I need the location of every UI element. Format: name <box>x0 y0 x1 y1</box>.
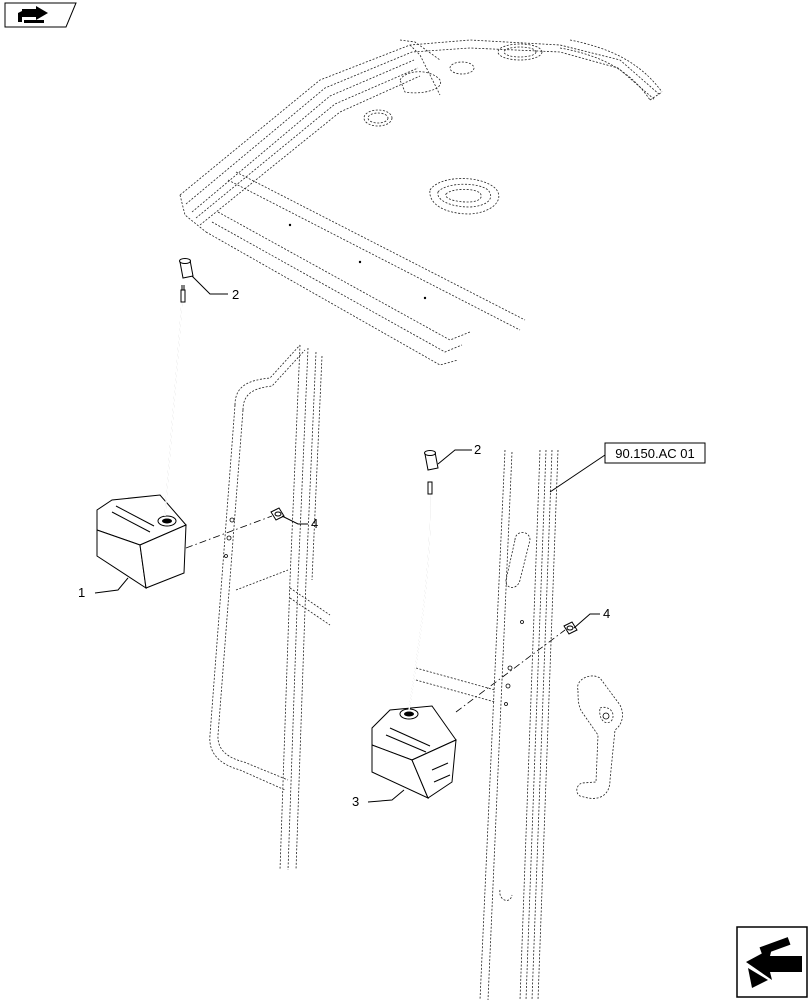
leader-2-upper <box>191 275 228 295</box>
callout-3: 3 <box>352 794 359 809</box>
part-3-box <box>371 705 457 799</box>
part-4-clip-left <box>270 507 285 521</box>
leader-1 <box>94 577 129 594</box>
leader-4-right <box>573 613 600 629</box>
book-arrow-icon[interactable] <box>4 2 77 28</box>
door-handle <box>576 675 623 799</box>
leader-4-left <box>281 515 308 525</box>
callout-2-lower: 2 <box>474 442 481 457</box>
callout-1: 1 <box>78 585 85 600</box>
reference-label: 90.150.AC 01 <box>615 446 695 461</box>
leader-reference <box>549 454 606 493</box>
part-1-box <box>96 494 187 590</box>
leader-2-lower <box>437 449 472 465</box>
assembly-line-left <box>185 515 273 549</box>
part-1-cable <box>164 285 186 517</box>
reference-link[interactable]: 90.150.AC 01 <box>604 442 706 464</box>
part-4-clip-right <box>563 621 578 635</box>
part-3-cable <box>408 481 433 711</box>
assembly-line-right <box>455 629 566 713</box>
callout-4-left: 4 <box>311 516 318 531</box>
callout-2-upper: 2 <box>232 287 239 302</box>
next-page-arrow-icon[interactable] <box>736 926 808 998</box>
left-door-pillar <box>209 344 331 871</box>
right-door-pillar <box>415 449 559 1000</box>
part-2-connector-upper <box>179 258 194 279</box>
leader-3 <box>367 789 405 803</box>
cab-roof <box>179 39 663 366</box>
callout-4-right: 4 <box>603 606 610 621</box>
part-2-connector-lower <box>424 450 439 471</box>
